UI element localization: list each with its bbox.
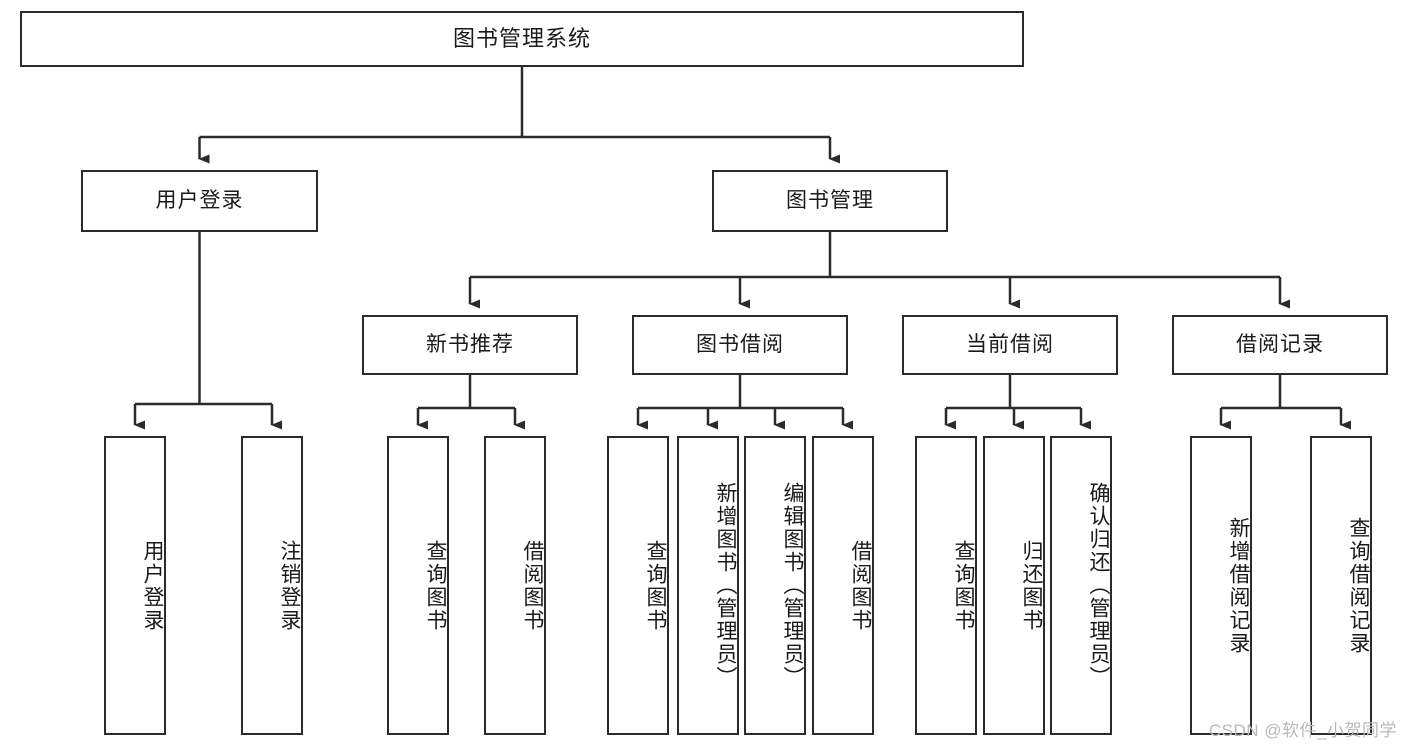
leaf-borrow-book[interactable]: 借阅图书 (812, 436, 874, 735)
leaf-add-book-admin-label: 新增图书（管理员） (714, 482, 737, 689)
node-new-book-recommend[interactable]: 新书推荐 (362, 315, 578, 375)
node-book-management[interactable]: 图书管理 (712, 170, 948, 232)
leaf-query-book-recommend-label: 查询图书 (424, 539, 447, 632)
leaf-query-book-current-label: 查询图书 (952, 539, 975, 632)
leaf-query-book-recommend[interactable]: 查询图书 (387, 436, 449, 735)
leaf-user-login[interactable]: 用户登录 (104, 436, 166, 735)
leaf-query-book-borrow[interactable]: 查询图书 (607, 436, 669, 735)
node-root-label: 图书管理系统 (452, 25, 591, 51)
leaf-edit-book-admin-label: 编辑图书（管理员） (781, 482, 804, 689)
leaf-user-login-label: 用户登录 (141, 539, 164, 632)
leaf-query-book-borrow-label: 查询图书 (644, 539, 667, 632)
leaf-logout[interactable]: 注销登录 (241, 436, 303, 735)
leaf-query-borrow-record[interactable]: 查询借阅记录 (1310, 436, 1372, 735)
node-new-book-recommend-label: 新书推荐 (426, 333, 514, 357)
leaf-borrow-book-label: 借阅图书 (849, 539, 872, 632)
watermark: CSDN @软件_小贺同学 (1208, 721, 1397, 740)
leaf-add-borrow-record-label: 新增借阅记录 (1227, 516, 1250, 655)
leaf-edit-book-admin[interactable]: 编辑图书（管理员） (744, 436, 806, 735)
leaf-borrow-book-recommend[interactable]: 借阅图书 (484, 436, 546, 735)
leaf-return-book[interactable]: 归还图书 (983, 436, 1045, 735)
node-current-borrow-label: 当前借阅 (966, 333, 1054, 357)
node-user-login-label: 用户登录 (155, 189, 244, 213)
leaf-add-borrow-record[interactable]: 新增借阅记录 (1190, 436, 1252, 735)
node-root[interactable]: 图书管理系统 (20, 11, 1024, 67)
node-book-borrow[interactable]: 图书借阅 (632, 315, 848, 375)
leaf-logout-label: 注销登录 (278, 539, 301, 632)
leaf-confirm-return-admin-label: 确认归还（管理员） (1087, 482, 1110, 689)
node-user-login[interactable]: 用户登录 (81, 170, 318, 232)
node-borrow-record[interactable]: 借阅记录 (1172, 315, 1388, 375)
leaf-query-borrow-record-label: 查询借阅记录 (1347, 516, 1370, 655)
leaf-query-book-current[interactable]: 查询图书 (915, 436, 977, 735)
node-borrow-record-label: 借阅记录 (1236, 333, 1324, 357)
node-book-borrow-label: 图书借阅 (696, 333, 784, 357)
leaf-add-book-admin[interactable]: 新增图书（管理员） (677, 436, 739, 735)
leaf-return-book-label: 归还图书 (1020, 539, 1043, 632)
leaf-confirm-return-admin[interactable]: 确认归还（管理员） (1050, 436, 1112, 735)
leaf-borrow-book-recommend-label: 借阅图书 (521, 539, 544, 632)
node-book-management-label: 图书管理 (786, 189, 874, 213)
node-current-borrow[interactable]: 当前借阅 (902, 315, 1118, 375)
